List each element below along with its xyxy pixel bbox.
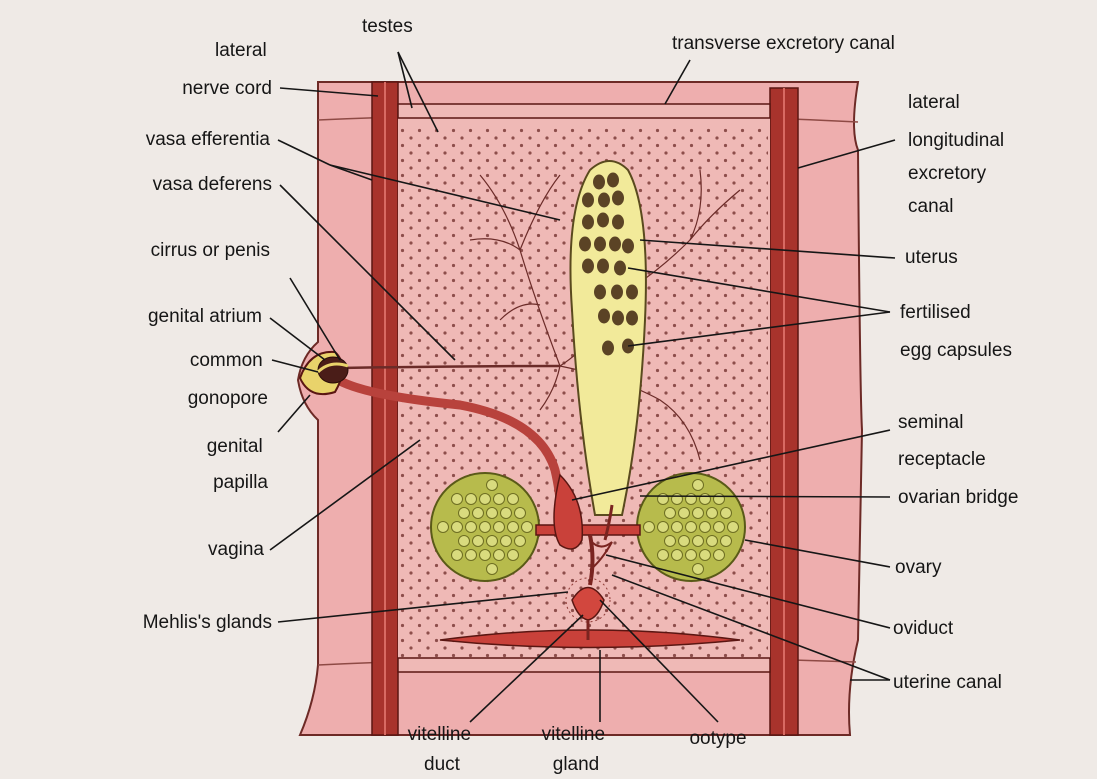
ovary-cell	[487, 508, 498, 519]
ovary-cell	[700, 494, 711, 505]
ovary-cell	[644, 522, 655, 533]
egg-capsule	[612, 311, 624, 326]
ovary-cell	[658, 494, 669, 505]
ovary-cell	[508, 494, 519, 505]
egg-capsule	[593, 175, 605, 190]
ovary-cell	[480, 522, 491, 533]
ovary-cell	[473, 508, 484, 519]
ovary-cell	[686, 522, 697, 533]
egg-capsule	[626, 311, 638, 326]
ovary-cell	[672, 494, 683, 505]
label-genital-atrium: genital atrium	[148, 306, 262, 327]
ovary-cell	[700, 550, 711, 561]
ovary-cell	[452, 550, 463, 561]
ovary-cell	[487, 536, 498, 547]
ovary-cell	[721, 508, 732, 519]
label-ovarian-bridge: ovarian bridge	[898, 487, 1018, 508]
label-testes: testes	[362, 16, 413, 37]
ovary-cell	[693, 536, 704, 547]
ovary-cell	[487, 480, 498, 491]
label-vagina: vagina	[208, 539, 264, 560]
ovary-cell	[466, 550, 477, 561]
ovary-cell	[494, 522, 505, 533]
label-ovary: ovary	[895, 557, 942, 578]
ovary-cell	[728, 522, 739, 533]
ovary-cell	[679, 508, 690, 519]
label-oviduct: oviduct	[893, 618, 954, 639]
egg-capsule	[582, 193, 594, 208]
ovary-cell	[501, 536, 512, 547]
ovary-cell	[480, 494, 491, 505]
egg-capsule	[622, 239, 634, 254]
ovarian-bridge	[536, 525, 640, 535]
ovary-cell	[487, 564, 498, 575]
ovary-cell	[515, 536, 526, 547]
ovary-cell	[672, 522, 683, 533]
ovary-cell	[665, 508, 676, 519]
egg-capsule	[612, 191, 624, 206]
ovary-cell	[494, 494, 505, 505]
label-transverse-excretory-canal: transverse excretory canal	[672, 33, 895, 54]
ovary-cell	[508, 522, 519, 533]
ovary-cell	[515, 508, 526, 519]
ovary-cell	[473, 536, 484, 547]
ovary-cell	[686, 494, 697, 505]
label-uterus: uterus	[905, 247, 958, 268]
egg-capsule	[607, 173, 619, 188]
ovary-cell	[686, 550, 697, 561]
egg-capsule	[597, 259, 609, 274]
ovary-cell	[459, 536, 470, 547]
egg-capsule	[594, 237, 606, 252]
egg-capsule	[594, 285, 606, 300]
ovary-cell	[522, 522, 533, 533]
ovary-cell	[714, 494, 725, 505]
label-ootype: ootype	[689, 728, 746, 749]
label-uterine-canal: uterine canal	[893, 672, 1002, 693]
ovary-cell	[501, 508, 512, 519]
ovary-cell	[438, 522, 449, 533]
egg-capsule	[598, 309, 610, 324]
label-vasa-efferentia: vasa efferentia	[146, 129, 271, 150]
egg-capsule	[582, 259, 594, 274]
ovary-cell	[466, 522, 477, 533]
egg-capsule	[611, 285, 623, 300]
ovary-cell	[452, 494, 463, 505]
ovary-cell	[714, 522, 725, 533]
ovary-cell	[452, 522, 463, 533]
label-mehlis-glands: Mehlis's glands	[143, 612, 272, 633]
ovary-cell	[700, 522, 711, 533]
transverse-excretory-canal-bottom	[398, 658, 770, 672]
transverse-excretory-canal-top	[398, 104, 770, 118]
ovary-cell	[707, 508, 718, 519]
egg-capsule	[609, 237, 621, 252]
ovary-cell	[693, 564, 704, 575]
ovary-cell	[658, 522, 669, 533]
egg-capsule	[598, 193, 610, 208]
egg-capsule	[582, 215, 594, 230]
ovary-cell	[658, 550, 669, 561]
ovary-cell	[693, 508, 704, 519]
egg-capsule	[597, 213, 609, 228]
egg-capsule	[602, 341, 614, 356]
ovary-cell	[459, 508, 470, 519]
ovary-cell	[494, 550, 505, 561]
egg-capsule	[612, 215, 624, 230]
egg-capsule	[579, 237, 591, 252]
label-vasa-deferens: vasa deferens	[153, 174, 272, 195]
ovary-cell	[665, 536, 676, 547]
ovary-cell	[693, 480, 704, 491]
ovary-cell	[508, 550, 519, 561]
ovary-cell	[707, 536, 718, 547]
ovary-cell	[480, 550, 491, 561]
ovary-cell	[466, 494, 477, 505]
label-cirrus-or-penis: cirrus or penis	[151, 240, 270, 261]
ovary-cell	[679, 536, 690, 547]
egg-capsule	[626, 285, 638, 300]
ovary-cell	[672, 550, 683, 561]
ovary-cell	[721, 536, 732, 547]
ovary-cell	[714, 550, 725, 561]
egg-capsule	[614, 261, 626, 276]
